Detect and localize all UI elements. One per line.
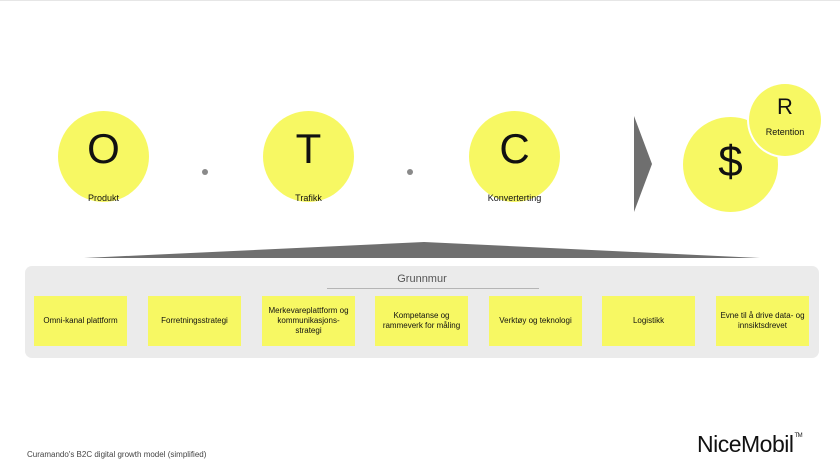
dollar-icon: $	[718, 137, 743, 186]
circle-retention: R Retention	[749, 84, 821, 156]
foundation-item: Kompetanse og rammeverk for måling	[375, 296, 468, 346]
circle-label: Produkt	[87, 193, 120, 203]
separator-dot	[202, 169, 208, 175]
circle-letter: C	[499, 125, 530, 172]
foundation-title-underline	[327, 288, 539, 289]
foundation-item: Verktøy og teknologi	[489, 296, 582, 346]
foundation-item: Forretningsstrategi	[148, 296, 241, 346]
trademark-mark: TM	[794, 433, 803, 439]
foundation-title: Grunnmur	[397, 273, 447, 285]
circle-letter: T	[295, 125, 322, 172]
circle-produkt: O Produkt	[58, 111, 149, 203]
brand-logo: NiceMobilTM	[697, 431, 803, 458]
foundation-item: Merkevareplattform og kommunikasjons-str…	[262, 296, 355, 346]
circle-letter: R	[777, 94, 793, 119]
top-divider	[0, 0, 840, 1]
circle-letter: O	[87, 125, 120, 172]
logo-text: NiceMobil	[697, 431, 794, 457]
circle-label: Trafikk	[295, 193, 322, 203]
foundation-item: Omni-kanal plattform	[34, 296, 127, 346]
roof-shape	[84, 242, 760, 258]
circle-label: Konverterting	[487, 193, 542, 203]
foundation-panel: Grunnmur Omni-kanal plattform Forretning…	[25, 266, 819, 358]
circle-trafikk: T Trafikk	[263, 111, 354, 203]
separator-dot	[407, 169, 413, 175]
circle-konverterting: C Konverterting	[469, 111, 560, 203]
figure-caption: Curamando's B2C digital growth model (si…	[27, 450, 207, 459]
foundation-item: Evne til å drive data- og innsiktsdrevet	[716, 296, 809, 346]
foundation-item: Logistikk	[602, 296, 695, 346]
chevron-right-icon	[634, 116, 652, 212]
circle-label: Retention	[765, 127, 805, 137]
